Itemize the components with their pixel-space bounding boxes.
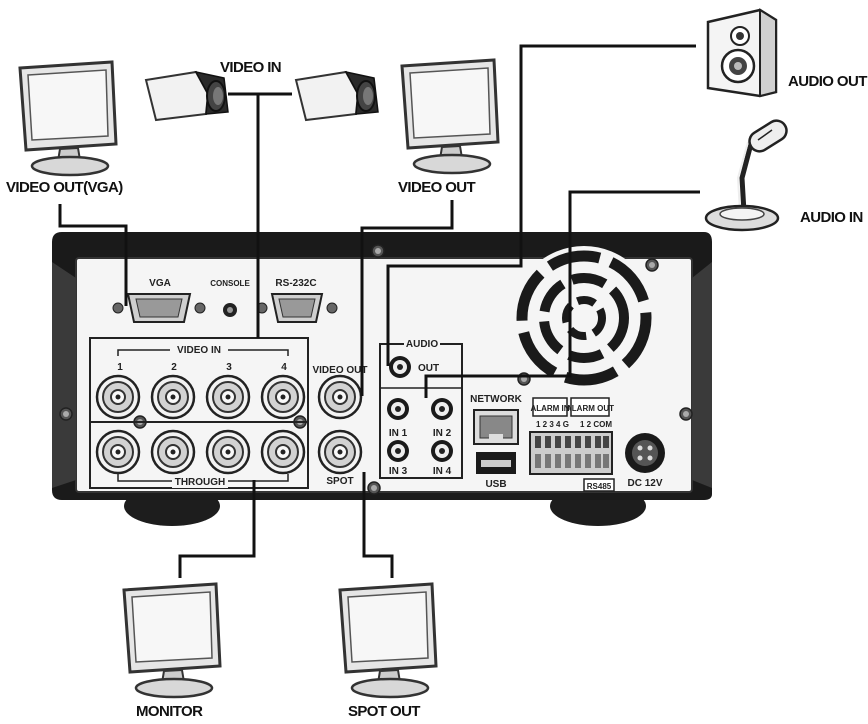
channel-1-label: 1 — [117, 362, 123, 373]
alarm-out-pins-label: 1 2 COM — [580, 420, 612, 429]
spot-out-cable — [362, 472, 394, 578]
video-out-vga-label: VIDEO OUT(VGA) — [6, 179, 123, 196]
bnc-connector-icon — [260, 429, 306, 475]
usb-port-label: USB — [485, 479, 506, 490]
vga-port-label: VGA — [149, 278, 171, 289]
video-out-port-label: VIDEO OUT — [312, 365, 367, 376]
bnc-connector-icon — [317, 429, 363, 475]
rca-jack-icon — [387, 440, 409, 462]
spot-port-label: SPOT — [326, 476, 353, 487]
video-out-cable — [360, 200, 454, 396]
spot-out-label: SPOT OUT — [348, 703, 420, 720]
monitor-cable — [178, 480, 256, 578]
video-out-monitor-icon — [400, 58, 500, 175]
alarm-terminal-block — [529, 431, 613, 475]
rca-jack-icon — [389, 356, 411, 378]
alarm-out-label: ALARM OUT — [566, 404, 614, 413]
screw-icon — [645, 258, 659, 272]
channel-3-label: 3 — [226, 362, 232, 373]
audio-out-cable — [386, 44, 696, 366]
bnc-connector-icon — [317, 374, 363, 420]
dc-power-jack — [625, 433, 665, 473]
channel-2-label: 2 — [171, 362, 177, 373]
bnc-connector-icon — [95, 374, 141, 420]
audio-in1-label: IN 1 — [389, 428, 408, 439]
screw-icon — [371, 244, 385, 258]
camera-icon — [295, 71, 379, 121]
through-block-label: THROUGH — [175, 477, 226, 488]
dvr-rear-panel: VGA CONSOLE RS-232C VIDEO IN 1 2 3 — [52, 232, 712, 526]
video-in-block-label: VIDEO IN — [177, 345, 221, 356]
screw-icon — [679, 407, 693, 421]
microphone-icon — [704, 119, 788, 232]
bnc-connector-icon — [205, 429, 251, 475]
usb-port — [476, 452, 516, 474]
vga-port — [112, 293, 206, 323]
rca-jack-icon — [431, 440, 453, 462]
dc12v-label: DC 12V — [627, 478, 662, 489]
chassis-side-left — [52, 262, 76, 488]
bnc-connector-icon — [260, 374, 306, 420]
audio-in2-label: IN 2 — [433, 428, 452, 439]
audio-in3-label: IN 3 — [389, 466, 408, 477]
alarm-in-label: ALARM IN — [530, 404, 569, 413]
audio-block-label: AUDIO — [406, 339, 438, 350]
fan-grille-icon — [512, 246, 656, 390]
camera-icon — [145, 71, 229, 121]
vga-cable — [58, 204, 128, 306]
rca-jack-icon — [431, 398, 453, 420]
screw-icon — [59, 407, 73, 421]
speaker-icon — [706, 8, 778, 98]
bnc-connector-icon — [95, 429, 141, 475]
video-in-label: VIDEO IN — [220, 59, 281, 76]
channel-4-label: 4 — [281, 362, 287, 373]
screw-icon — [367, 481, 381, 495]
monitor-icon — [122, 582, 222, 699]
console-port — [223, 303, 237, 317]
audio-in-label: AUDIO IN — [800, 209, 863, 226]
monitor-label: MONITOR — [136, 703, 203, 720]
console-port-label: CONSOLE — [210, 279, 250, 288]
audio-in4-label: IN 4 — [433, 466, 452, 477]
audio-in-cable — [424, 190, 700, 398]
rs485-label: RS485 — [587, 482, 612, 491]
rca-jack-icon — [387, 398, 409, 420]
vga-monitor-icon — [18, 60, 118, 177]
chassis-side-right — [692, 262, 712, 488]
connection-wires — [58, 44, 700, 578]
bnc-connector-icon — [205, 374, 251, 420]
bnc-connector-icon — [150, 429, 196, 475]
audio-out-jack-label: OUT — [418, 363, 439, 374]
bnc-connector-icon — [150, 374, 196, 420]
video-out-label: VIDEO OUT — [398, 179, 476, 196]
spot-out-monitor-icon — [338, 582, 438, 699]
rs232c-port — [256, 293, 338, 323]
network-port — [473, 409, 519, 445]
rs232c-port-label: RS-232C — [275, 278, 316, 289]
alarm-in-pins-label: 1 2 3 4 G — [536, 420, 569, 429]
network-port-label: NETWORK — [470, 394, 522, 405]
audio-out-label: AUDIO OUT — [788, 73, 867, 90]
